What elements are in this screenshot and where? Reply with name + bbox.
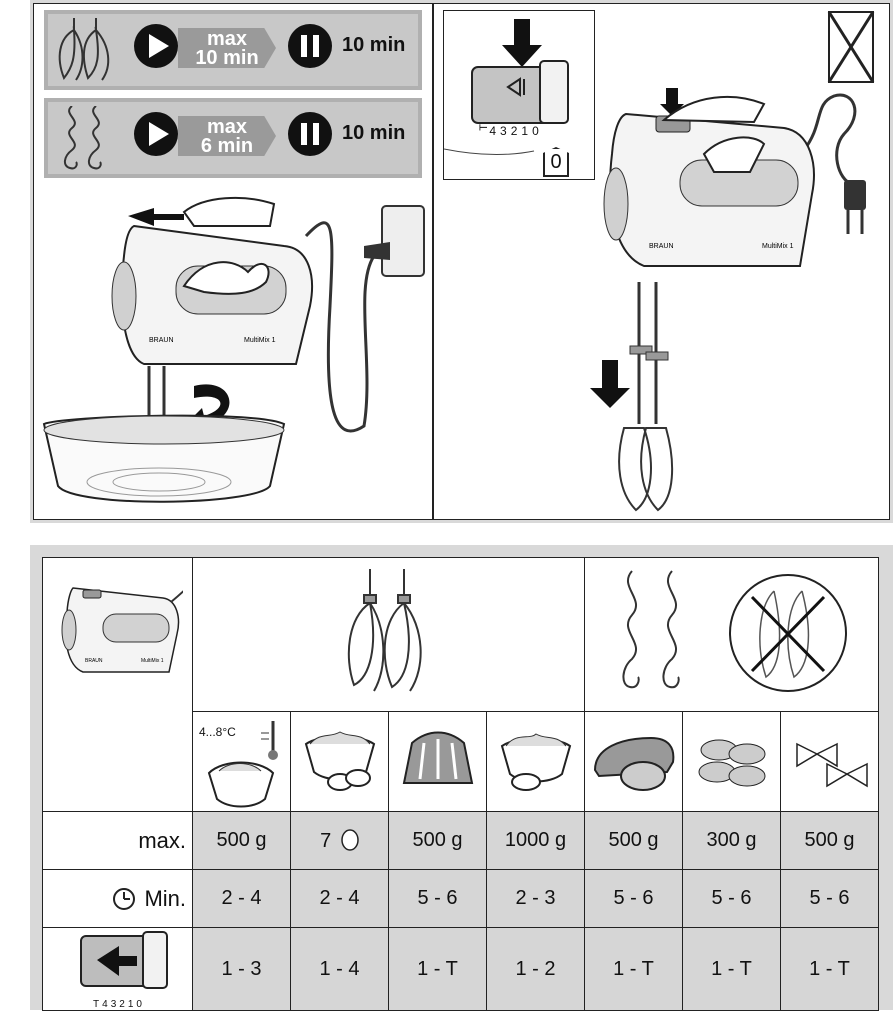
cell-max-pasta: 500 g [779, 811, 880, 870]
cell-time-bread: 5 - 6 [584, 869, 683, 928]
cream-icon-cell: 4...8°C [192, 711, 291, 812]
brand-logo: BRAUN [149, 337, 174, 344]
bread-icon-cell [584, 711, 683, 812]
cell-speed-eggs: 1 - 4 [290, 927, 389, 1011]
cell-time-pasta: 5 - 6 [779, 869, 880, 928]
play-icon [134, 24, 178, 68]
cell-time-potato: 2 - 3 [486, 869, 585, 928]
egg-count: 7 [320, 829, 332, 852]
temperature-label: 4...8°C [199, 724, 236, 739]
cell-max-bread: 500 g [584, 811, 683, 870]
cell-speed-cream: 1 - 3 [192, 927, 291, 1011]
whipped-cream-icon [207, 720, 278, 807]
cell-time-cream: 2 - 4 [192, 869, 291, 928]
speed-mark-2: 2 [119, 999, 125, 1010]
cell-max-cream: 500 g [192, 811, 291, 870]
cell-speed-bread: 1 - T [584, 927, 683, 1011]
eject-beaters-illustration: BRAUN MultiMix 1 [590, 11, 875, 512]
cookies-icon-cell [682, 711, 781, 812]
row-label-max: max. [42, 811, 193, 870]
cell-time-cake: 5 - 6 [388, 869, 487, 928]
pasta-icon [795, 742, 868, 788]
speed-scale-row: T 4 3 2 1 0 [478, 124, 539, 138]
model-name: MultiMix 1 [244, 337, 276, 344]
pause-icon [288, 112, 332, 156]
mixer-in-bowl-illustration: BRAUN MultiMix 1 [42, 196, 425, 503]
max-quantity-row: max. 500 g 7 500 g 1000 g 500 g 300 g 50… [42, 811, 880, 870]
pasta-icon-cell [779, 711, 880, 812]
model-name: MultiMix 1 [762, 243, 794, 250]
cell-speed-cake: 1 - T [388, 927, 487, 1011]
beaters-speed-bar: max 10 min 10 min [44, 10, 422, 90]
cell-speed-pasta: 1 - T [779, 927, 880, 1011]
pause-icon [288, 24, 332, 68]
speed-mark-2: 2 [510, 124, 518, 138]
cell-time-cookies: 5 - 6 [682, 869, 781, 928]
cell-max-potato: 1000 g [486, 811, 585, 870]
max-label: max [206, 28, 248, 50]
dough-hooks-icon [622, 570, 847, 692]
speed-switch-cell: T 4 3 2 1 0 [42, 927, 193, 1011]
row-label-time: Min. [42, 869, 193, 928]
cell-max-eggs: 7 [290, 811, 389, 870]
zero-position-label: 0 [543, 147, 569, 177]
beaters-icon [58, 18, 110, 81]
egg-white-icon-cell [290, 711, 389, 812]
cell-speed-potato: 1 - 2 [486, 927, 585, 1011]
mashed-potato-icon [500, 733, 571, 791]
attachment-header-row: BRAUN MultiMix 1 [42, 557, 880, 812]
clock-icon [113, 887, 136, 910]
max-time-arrow: max 10 min [178, 28, 276, 68]
brand-logo: BRAUN [649, 243, 674, 250]
time-row: Min. 2 - 4 2 - 4 5 - 6 2 - 3 5 - 6 5 - 6… [42, 869, 880, 928]
switch-detail-inset: T T 4 3 2 1 0 0 [443, 10, 595, 180]
cell-speed-cookies: 1 - T [682, 927, 781, 1011]
cell-time-eggs: 2 - 4 [290, 869, 389, 928]
beaters-column-header [192, 557, 585, 712]
cell-max-cake: 500 g [388, 811, 487, 870]
speed-mark-0: 0 [136, 999, 142, 1010]
mixer-thumbnail: BRAUN MultiMix 1 [61, 581, 194, 673]
speed-mark-3: 3 [500, 124, 507, 138]
cake-mould-icon [402, 731, 473, 784]
pause-time: 10 min [342, 34, 406, 56]
bread-icon [593, 736, 674, 791]
hooks-column-header [583, 557, 880, 712]
max-time-arrow: max 6 min [178, 116, 276, 156]
potato-icon-cell [486, 711, 585, 812]
speed-scale-row: T 4 3 2 1 0 [43, 999, 192, 1010]
time-label: Min. [144, 885, 186, 911]
speed-mark-t: T [93, 999, 100, 1010]
model-name: MultiMix 1 [141, 658, 164, 664]
max-label: max [206, 116, 248, 138]
speed-mark-0: 0 [532, 124, 539, 138]
speed-mark-4: 4 [102, 999, 108, 1010]
left-instruction-panel: max 10 min 10 min max 6 min 1 [33, 3, 433, 520]
cell-max-cookies: 300 g [682, 811, 781, 870]
speed-mark-1: 1 [127, 999, 134, 1010]
cake-icon-cell [388, 711, 487, 812]
play-icon [134, 112, 178, 156]
egg-icon [341, 828, 359, 851]
max-time: 6 min [200, 135, 254, 157]
beaters-icon [347, 569, 422, 692]
right-instruction-panel: T T 4 3 2 1 0 0 BRAUN MultiMix 1 [433, 3, 890, 520]
cookies-icon [698, 739, 765, 787]
speed-mark-1: 1 [521, 124, 529, 138]
hooks-speed-bar: max 6 min 10 min [44, 98, 422, 178]
food-icons-row: 4...8°C [42, 711, 880, 812]
usage-table: BRAUN MultiMix 1 [42, 557, 880, 1011]
speed-switch-icon [79, 931, 168, 989]
max-time: 10 min [195, 47, 259, 69]
brand-logo: BRAUN [85, 658, 103, 664]
dough-hooks-icon [64, 106, 102, 170]
speed-switch-illustration [444, 19, 569, 156]
speed-mark-4: 4 [489, 124, 497, 138]
pause-time: 10 min [342, 122, 406, 144]
speed-row: T 4 3 2 1 0 1 - 3 1 - 4 1 - T 1 - 2 1 - … [42, 927, 880, 1011]
speed-mark-3: 3 [110, 999, 117, 1010]
mixer-thumbnail-cell: BRAUN MultiMix 1 [42, 557, 194, 812]
egg-whites-icon [304, 731, 375, 791]
